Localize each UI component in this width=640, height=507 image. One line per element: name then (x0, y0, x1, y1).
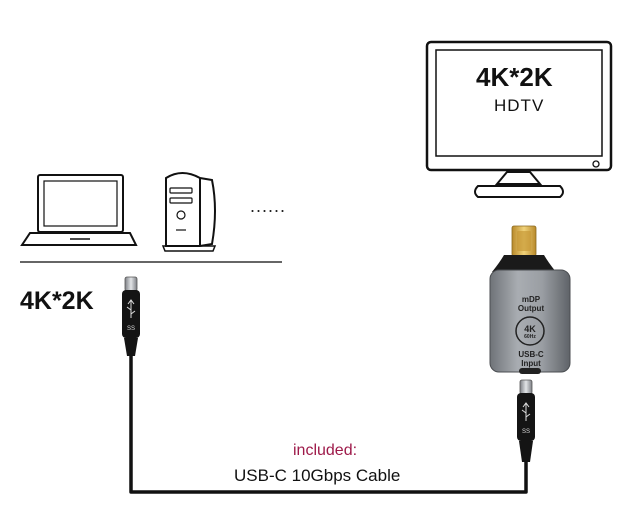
usb-c-cable (129, 355, 528, 494)
adapter-input-type: USB-C (518, 350, 544, 359)
mdp-connector (511, 225, 537, 257)
adapter-output-label: Output (517, 304, 545, 313)
more-devices-ellipsis: ...... (250, 196, 287, 216)
adapter-input-label: Input (521, 359, 541, 368)
usb-c-plug-right: SS (517, 379, 535, 462)
adapter-shoulder (492, 255, 556, 272)
tv-name-label: HDTV (494, 96, 545, 115)
usb-c-port (519, 368, 541, 374)
adapter-resolution-badge-text: 4K (524, 324, 536, 334)
adapter-output-type: mDP (521, 295, 541, 304)
cable-name-label: USB-C 10Gbps Cable (234, 466, 401, 485)
tv-monitor-icon (425, 40, 613, 198)
included-label: included: (293, 442, 358, 459)
tv-resolution-label: 4K*2K (476, 62, 553, 92)
usb-superspeed-icon: SS (521, 402, 531, 435)
resolution-badge (515, 316, 545, 346)
source-resolution-label: 4K*2K (20, 287, 94, 315)
laptop-icon (20, 174, 138, 246)
svg-text:SS: SS (522, 429, 530, 435)
usb-superspeed-icon: SS (126, 299, 136, 332)
desktop-tower-icon (161, 172, 217, 252)
usb-c-plug-left: SS (122, 276, 140, 356)
adapter-refresh-rate: 60Hz (524, 334, 536, 340)
svg-text:SS: SS (127, 326, 135, 332)
